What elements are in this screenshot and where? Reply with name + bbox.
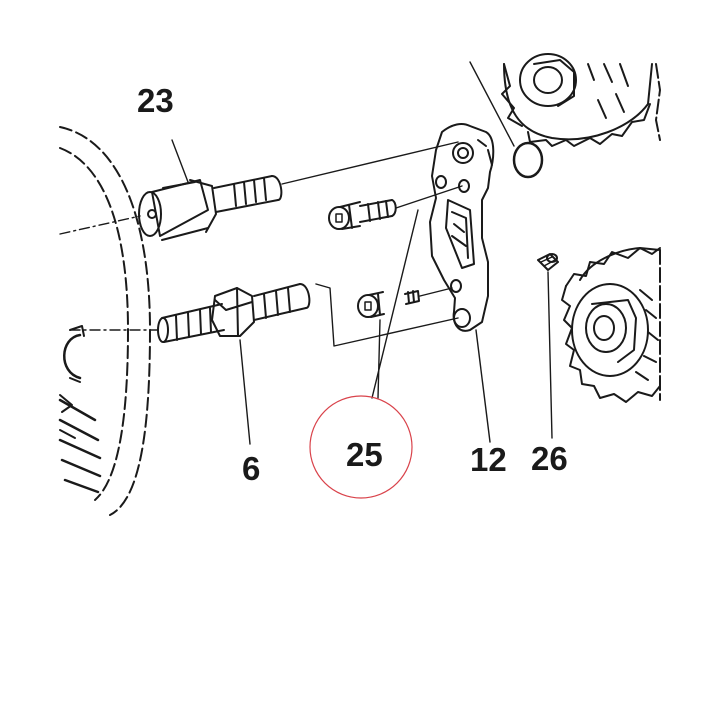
top-gear (501, 53, 661, 147)
callout-6: 6 (242, 450, 261, 487)
callout-23: 23 (137, 82, 174, 119)
callout-25: 25 (346, 436, 383, 473)
part-23-idler-stud (138, 175, 283, 241)
callout-26: 26 (531, 440, 568, 477)
part-25-bolts (328, 199, 420, 318)
part-26-grub-screw (537, 253, 559, 271)
part-12-bracket (429, 123, 495, 332)
timing-belt (58, 126, 151, 516)
callout-12: 12 (470, 441, 507, 478)
highlight-circle (309, 395, 413, 499)
bottom-gear (561, 247, 661, 403)
o-ring (512, 141, 544, 179)
leader-lines (59, 61, 553, 445)
part-6-hex-stud (157, 283, 311, 343)
